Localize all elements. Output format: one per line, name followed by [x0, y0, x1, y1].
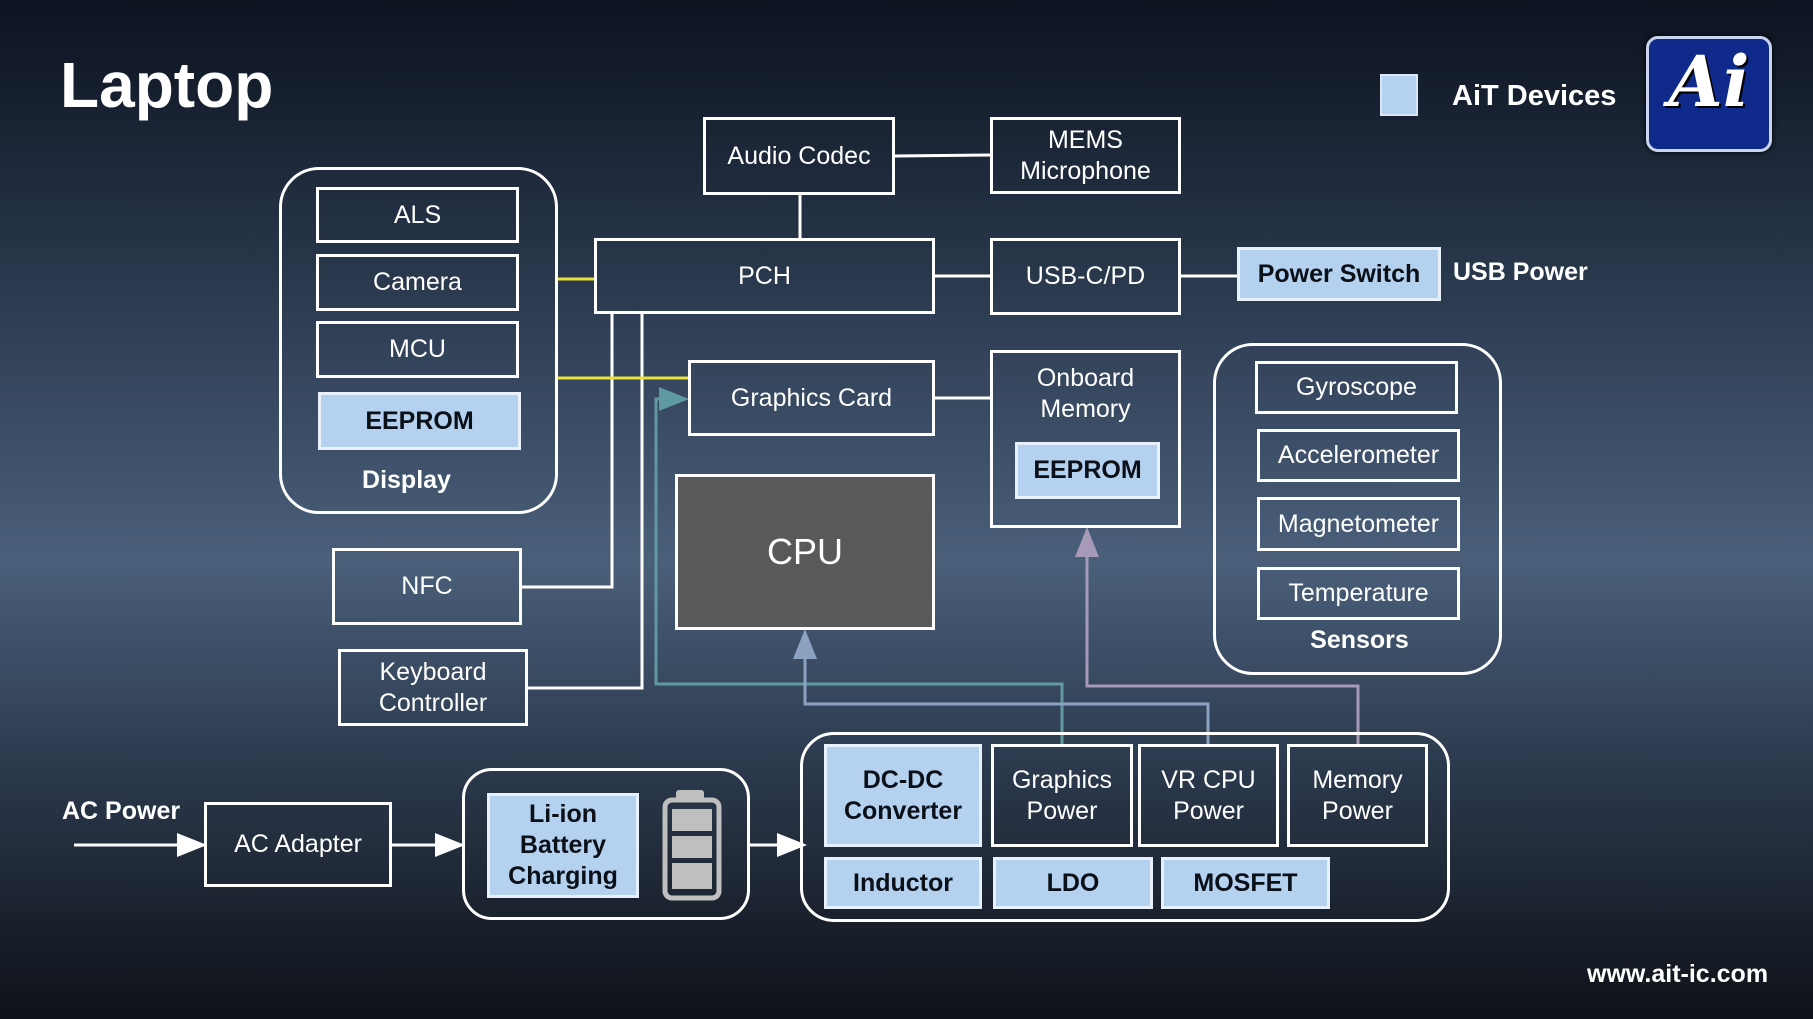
display-camera: Camera [316, 254, 519, 311]
sensor-accelerometer: Accelerometer [1257, 429, 1460, 482]
graphics-card: Graphics Card [688, 360, 935, 436]
inductor: Inductor [824, 857, 982, 909]
dcdc-converter: DC-DC Converter [824, 744, 982, 847]
battery-group [462, 768, 750, 920]
sensor-temperature: Temperature [1257, 567, 1460, 620]
ac-power-label: AC Power [62, 797, 181, 825]
keyboard-controller: Keyboard Controller [338, 649, 528, 726]
onboard-memory-label: Onboard Memory [1036, 364, 1135, 423]
website-url[interactable]: www.ait-ic.com [1587, 960, 1769, 988]
display-group [279, 167, 558, 514]
rail-cpu-power [793, 629, 1210, 744]
sensors-group-label: Sensors [1310, 626, 1409, 654]
usb-power-label: USB Power [1453, 258, 1588, 286]
audio-codec: Audio Codec [703, 117, 895, 195]
display-eeprom: EEPROM [318, 392, 521, 450]
memory-power: Memory Power [1287, 744, 1428, 847]
cpu: CPU [675, 474, 935, 630]
vr-cpu-power: VR CPU Power [1138, 744, 1279, 847]
sensor-gyroscope: Gyroscope [1255, 361, 1458, 414]
ait-logo-icon: Ai [1646, 36, 1772, 152]
legend-swatch [1380, 74, 1418, 116]
mosfet: MOSFET [1161, 857, 1330, 909]
onboard-memory-eeprom: EEPROM [1015, 442, 1160, 499]
ldo: LDO [993, 857, 1153, 909]
onboard-memory: Onboard Memory [990, 350, 1181, 528]
usb-c-pd: USB-C/PD [990, 238, 1181, 315]
nfc: NFC [332, 548, 522, 625]
mems-microphone: MEMS Microphone [990, 117, 1181, 194]
legend-label: AiT Devices [1452, 80, 1617, 112]
sensor-magnetometer: Magnetometer [1257, 497, 1460, 551]
graphics-power: Graphics Power [991, 744, 1133, 847]
logo-text: Ai [1668, 40, 1750, 123]
power-group [800, 732, 1450, 922]
display-als: ALS [316, 187, 519, 243]
battery-charging: Li-ion Battery Charging [487, 793, 639, 898]
page-title: Laptop [60, 49, 274, 121]
sensors-group [1213, 343, 1502, 675]
power-switch: Power Switch [1237, 247, 1441, 301]
pch: PCH [594, 238, 935, 314]
display-group-label: Display [362, 466, 451, 494]
ac-adapter: AC Adapter [204, 802, 392, 887]
link-codec-mems [894, 153, 991, 158]
display-mcu: MCU [316, 321, 519, 378]
